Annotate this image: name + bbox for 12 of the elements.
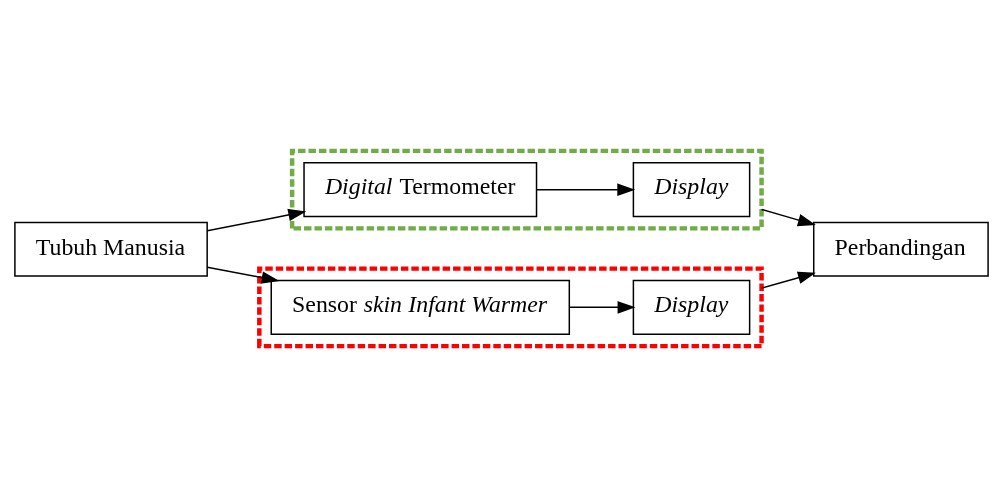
arrow — [535, 183, 636, 196]
node-box: Sensor skin Infant Warmer — [270, 279, 571, 335]
arrow — [760, 208, 816, 227]
arrow — [568, 301, 636, 314]
node-box: Display — [632, 162, 751, 218]
node-box: Perbandingan — [812, 221, 989, 277]
arrow — [206, 208, 307, 232]
node-box: Digital Termometer — [303, 162, 538, 218]
node-box: Display — [632, 279, 751, 335]
arrow — [206, 266, 280, 284]
node-box: Tubuh Manusia — [14, 221, 208, 277]
arrow — [760, 271, 816, 289]
